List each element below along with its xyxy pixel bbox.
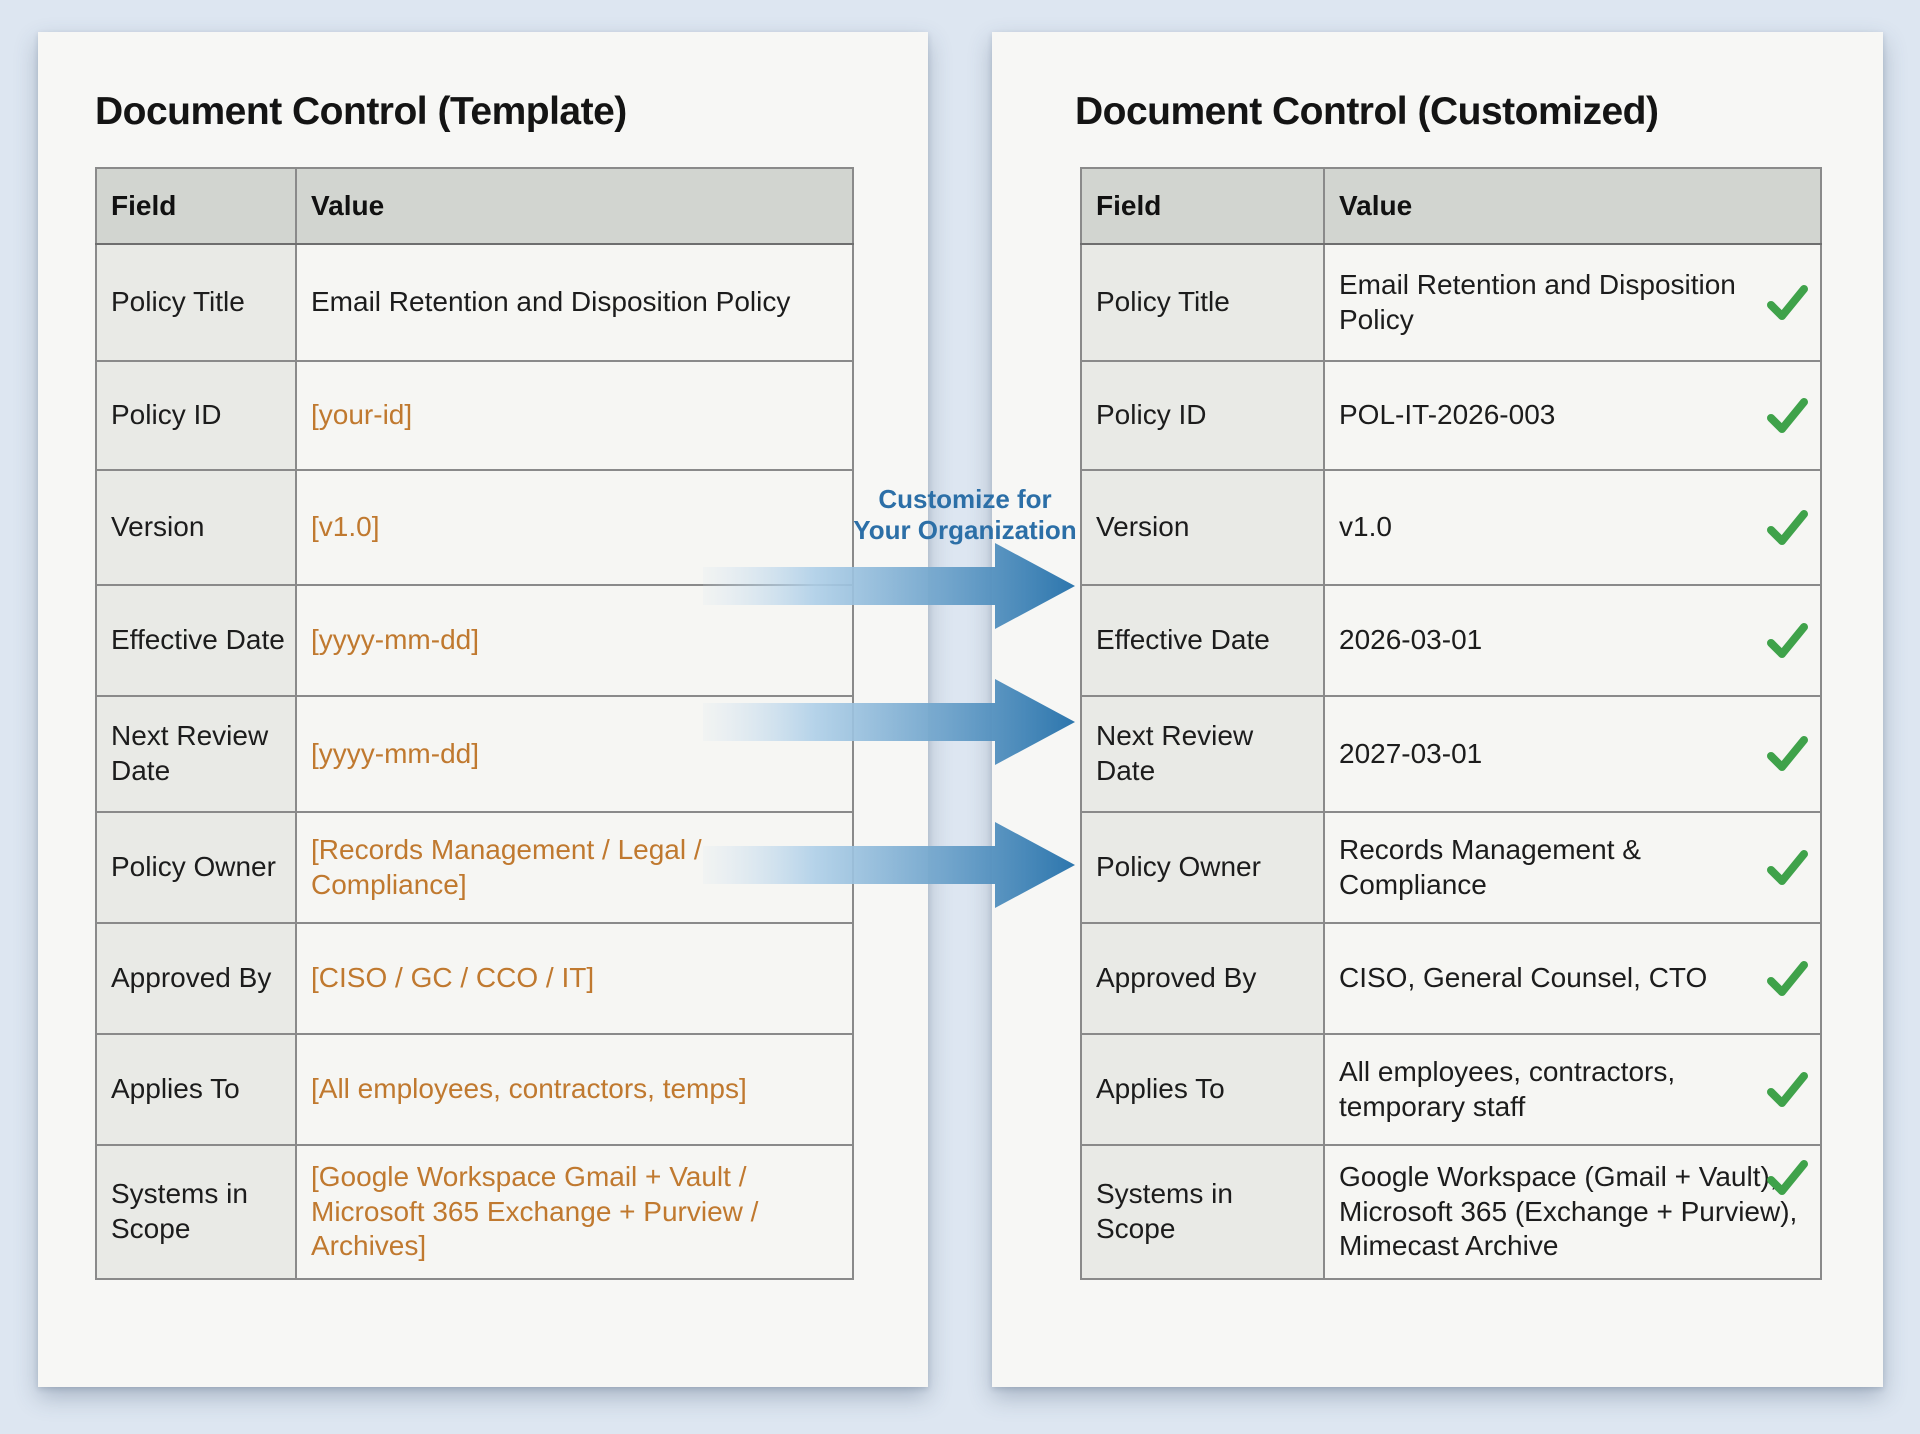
value-text: [yyyy-mm-dd]: [311, 737, 479, 769]
value-cell: Email Retention and Disposition Policy: [295, 243, 854, 362]
table-row: Applies To [All employees, contractors, t…: [95, 1033, 854, 1146]
value-cell: [yyyy-mm-dd]: [295, 695, 854, 813]
field-cell: Next Review Date: [1080, 695, 1325, 813]
value-cell: v1.0: [1323, 469, 1822, 586]
checkmark-icon: [1767, 1160, 1808, 1195]
value-text: [All employees, contractors, temps]: [311, 1073, 747, 1105]
value-cell: 2026-03-01: [1323, 584, 1822, 697]
value-cell: 2027-03-01: [1323, 695, 1822, 813]
table-row: Next Review Date 2027-03-01: [1080, 695, 1822, 813]
value-text: [your-id]: [311, 399, 413, 431]
value-cell: [your-id]: [295, 360, 854, 471]
field-cell: Systems in Scope: [95, 1144, 297, 1280]
customized-page: Document Control (Customized) Field Valu…: [992, 32, 1883, 1387]
column-header-field: Field: [1080, 167, 1325, 245]
table-row: Version v1.0: [1080, 469, 1822, 586]
field-cell: Next Review Date: [95, 695, 297, 813]
value-text: CISO, General Counsel, CTO: [1339, 962, 1708, 994]
value-cell: Email Retention and Disposition Policy: [1323, 243, 1822, 362]
value-text: v1.0: [1339, 511, 1392, 543]
checkmark-icon: [1767, 509, 1808, 545]
value-cell: All employees, contractors, temporary st…: [1323, 1033, 1822, 1146]
field-cell: Version: [95, 469, 297, 586]
template-table: Field Value Policy Title Email Retention …: [95, 167, 854, 1280]
field-cell: Approved By: [95, 922, 297, 1035]
value-text: POL-IT-2026-003: [1339, 399, 1556, 431]
field-cell: Policy Title: [1080, 243, 1325, 362]
value-cell: [v1.0]: [295, 469, 854, 586]
field-cell: Version: [1080, 469, 1325, 586]
checkmark-icon: [1767, 736, 1808, 771]
value-cell: [Google Workspace Gmail + Vault / Micros…: [295, 1144, 854, 1280]
field-cell: Policy ID: [1080, 360, 1325, 471]
page-title: Document Control (Template): [95, 90, 627, 133]
field-cell: Effective Date: [1080, 584, 1325, 697]
value-text: [yyyy-mm-dd]: [311, 624, 479, 656]
table-row: Policy ID [your-id]: [95, 360, 854, 471]
value-text: Google Workspace (Gmail + Vault), Micros…: [1339, 1160, 1798, 1262]
field-cell: Policy Title: [95, 243, 297, 362]
checkmark-icon: [1767, 849, 1808, 885]
field-cell: Approved By: [1080, 922, 1325, 1035]
value-cell: CISO, General Counsel, CTO: [1323, 922, 1822, 1035]
column-header-value: Value: [295, 167, 854, 245]
field-cell: Applies To: [95, 1033, 297, 1146]
value-cell: [CISO / GC / CCO / IT]: [295, 922, 854, 1035]
checkmark-icon: [1767, 960, 1808, 996]
value-text: [CISO / GC / CCO / IT]: [311, 962, 595, 994]
value-text: 2026-03-01: [1339, 624, 1483, 656]
value-cell: [All employees, contractors, temps]: [295, 1033, 854, 1146]
table-row: Next Review Date [yyyy-mm-dd]: [95, 695, 854, 813]
column-header-value: Value: [1323, 167, 1822, 245]
value-text: Email Retention and Disposition Policy: [1339, 268, 1736, 335]
value-text: [Google Workspace Gmail + Vault / Micros…: [311, 1160, 759, 1262]
checkmark-icon: [1767, 622, 1808, 658]
value-text: All employees, contractors, temporary st…: [1339, 1055, 1676, 1122]
table-row: Policy ID POL-IT-2026-003: [1080, 360, 1822, 471]
checkmark-icon: [1767, 1071, 1808, 1107]
table-row: Effective Date 2026-03-01: [1080, 584, 1822, 697]
value-cell: [yyyy-mm-dd]: [295, 584, 854, 697]
table-row: Policy Title Email Retention and Disposit…: [95, 243, 854, 362]
column-header-field: Field: [95, 167, 297, 245]
field-cell: Effective Date: [95, 584, 297, 697]
value-cell: POL-IT-2026-003: [1323, 360, 1822, 471]
value-cell: Records Management & Compliance: [1323, 811, 1822, 924]
table-row: Systems in Scope[Google Workspace Gmail …: [95, 1144, 854, 1280]
table-row: Effective Date [yyyy-mm-dd]: [95, 584, 854, 697]
checkmark-icon: [1767, 284, 1808, 320]
table-header-row: Field Value: [1080, 167, 1822, 245]
value-cell: [Records Management / Legal / Compliance…: [295, 811, 854, 924]
field-cell: Systems in Scope: [1080, 1144, 1325, 1280]
field-cell: Applies To: [1080, 1033, 1325, 1146]
field-cell: Policy Owner: [95, 811, 297, 924]
field-cell: Policy Owner: [1080, 811, 1325, 924]
table-header-row: Field Value: [95, 167, 854, 245]
value-text: Email Retention and Disposition Policy: [311, 286, 791, 318]
table-row: Policy Owner[Records Management / Legal …: [95, 811, 854, 924]
table-row: Approved By CISO, General Counsel, CTO: [1080, 922, 1822, 1035]
field-cell: Policy ID: [95, 360, 297, 471]
checkmark-icon: [1767, 397, 1808, 433]
value-text: Records Management & Compliance: [1339, 833, 1641, 900]
value-text: 2027-03-01: [1339, 737, 1483, 769]
table-row: Version [v1.0]: [95, 469, 854, 586]
value-text: [Records Management / Legal / Compliance…: [311, 833, 702, 900]
table-row: Approved By [CISO / GC / CCO / IT]: [95, 922, 854, 1035]
value-text: [v1.0]: [311, 511, 380, 543]
value-cell: Google Workspace (Gmail + Vault), Micros…: [1323, 1144, 1822, 1280]
template-page: Document Control (Template) Field Value …: [38, 32, 928, 1387]
page-title: Document Control (Customized): [1075, 90, 1659, 133]
